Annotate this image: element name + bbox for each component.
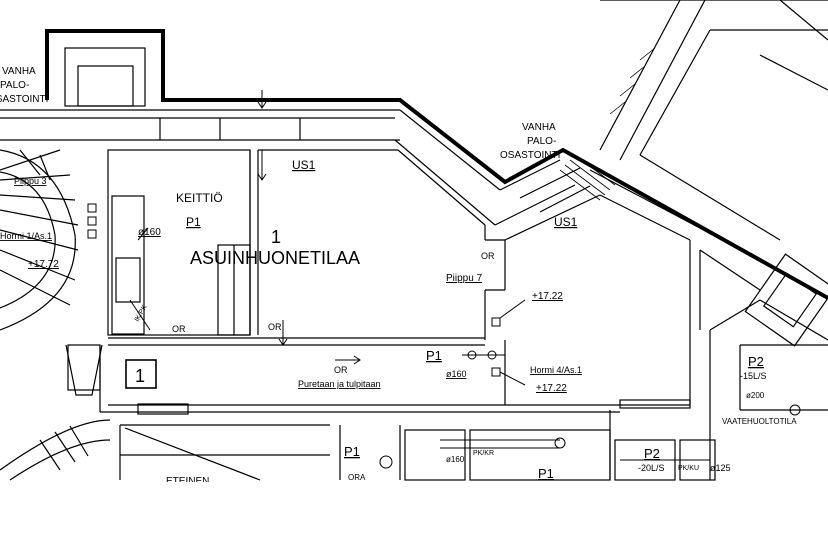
label-flow-right: -15L/S <box>740 371 767 381</box>
label-vanha-mid-3: OSASTOINTI <box>500 150 560 161</box>
label-p1-kitchen: P1 <box>186 215 201 229</box>
label-vanha-mid-2: PALO- <box>527 136 556 147</box>
page-blank-area <box>0 482 828 536</box>
label-hormi-left: Hormi 1/As.1 <box>0 231 52 241</box>
label-level-right-1: +17.22 <box>532 291 563 302</box>
label-eteinen: ETEINEN <box>166 476 209 487</box>
room-number: 1 <box>271 227 281 247</box>
label-us1-mid: US1 <box>554 215 578 229</box>
label-puretaan: Puretaan ja tulpitaan <box>298 379 381 389</box>
label-piippu-7: Piippu 7 <box>446 273 483 284</box>
label-or-piippu: OR <box>481 251 495 261</box>
label-vaatehuolto: VAATEHUOLTOTILA <box>722 417 797 426</box>
label-ik-pk: IK/PK <box>134 304 149 323</box>
stair-hatching <box>559 47 656 201</box>
label-p1-bottom-mid: P1 <box>538 466 554 481</box>
hvac-symbols <box>87 90 801 469</box>
label-flow-bottom: -20L/S <box>638 463 665 473</box>
label-or-kitchen: OR <box>172 324 186 334</box>
label-dia-160-bottom: ø160 <box>446 455 465 464</box>
label-pk-kr: PK/KR <box>473 450 494 457</box>
label-dia-200: ø200 <box>746 391 765 400</box>
label-p1-bottom-left: P1 <box>344 444 360 459</box>
label-dia-160-center: ø160 <box>446 369 467 379</box>
fire-compartment-line <box>45 29 828 300</box>
label-p2-right: P2 <box>748 354 764 369</box>
label-level-right-2: +17.22 <box>536 383 567 394</box>
label-dia-160-kitchen: ø160 <box>138 227 161 238</box>
label-vanha-left-1: VANHA <box>2 66 36 77</box>
walls <box>0 0 828 481</box>
label-keittio: KEITTIÖ <box>176 191 223 205</box>
label-vanha-mid-1: VANHA <box>522 122 556 133</box>
label-p1-center: P1 <box>426 348 442 363</box>
labels: VANHA PALO- OSASTOINTI VANHA PALO- OSAST… <box>0 66 797 487</box>
label-vanha-left-2: PALO- <box>0 80 29 91</box>
label-hormi-right: Hormi 4/As.1 <box>530 365 582 375</box>
label-or-lower: OR <box>334 365 348 375</box>
label-or-mid: OR <box>268 322 282 332</box>
label-ora: ORA <box>348 473 366 482</box>
room-name: ASUINHUONETILAA <box>190 248 360 268</box>
box-number: 1 <box>135 366 145 386</box>
label-p2-bottom: P2 <box>644 446 660 461</box>
label-pk-ku: PK/KU <box>678 465 699 472</box>
label-level-left: +17.72 <box>28 259 59 270</box>
label-vanha-left-3: OSASTOINTI <box>0 94 48 105</box>
label-us1-top: US1 <box>292 158 316 172</box>
label-dia-125: ø125 <box>710 463 731 473</box>
label-piippu-left: Piippu 3 <box>14 176 47 186</box>
